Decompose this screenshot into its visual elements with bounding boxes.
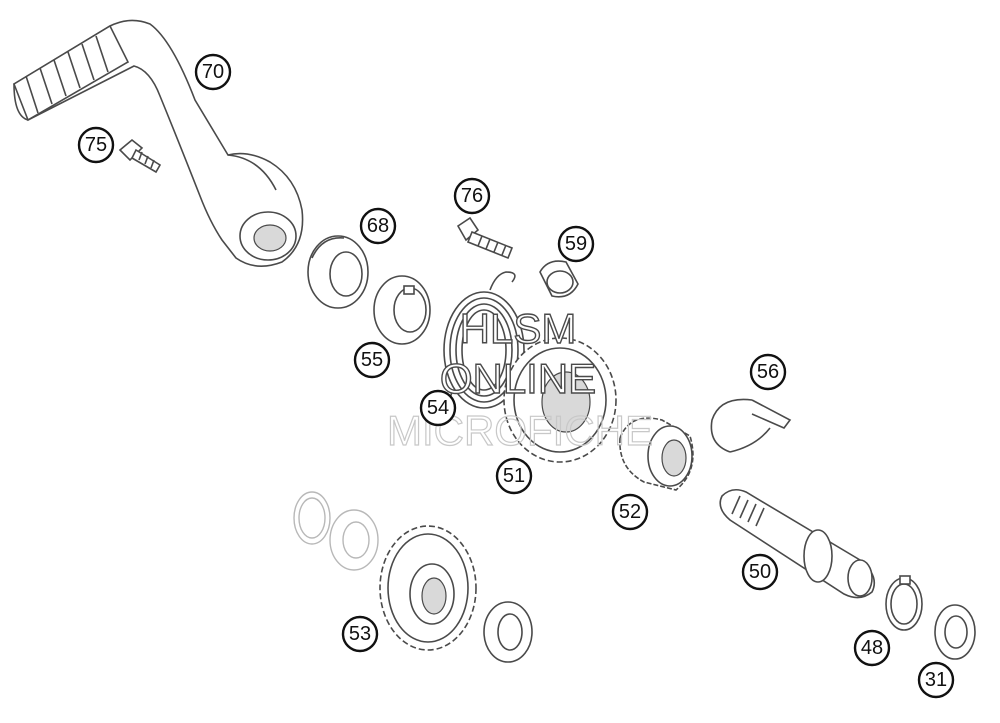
- callout-56-label: 56: [757, 361, 779, 383]
- callout-54-label: 54: [427, 397, 449, 419]
- return-spring-54: [439, 271, 525, 419]
- callout-51-label: 51: [503, 465, 525, 487]
- callout-48: 48: [853, 629, 891, 667]
- callout-31-label: 31: [925, 669, 947, 691]
- kickstart-lever: [13, 19, 304, 267]
- kickstart-shaft-50: [719, 488, 876, 599]
- ratchet-52: [619, 417, 694, 491]
- callout-52: 52: [611, 493, 649, 531]
- callout-50: 50: [741, 553, 779, 591]
- callout-50-label: 50: [749, 561, 771, 583]
- callout-55-label: 55: [361, 349, 383, 371]
- bushing-55: [373, 275, 431, 345]
- idler-gear-53: [379, 525, 477, 651]
- washer-idler: [483, 601, 533, 663]
- callout-55: 55: [353, 341, 391, 379]
- callout-54: 54: [419, 389, 457, 427]
- watermark-line2: ONLINE: [440, 355, 596, 402]
- circlip-56: [710, 398, 792, 453]
- callout-75-label: 75: [85, 134, 107, 156]
- washer-faint: [329, 509, 379, 571]
- callout-76: 76: [453, 177, 491, 215]
- callout-56: 56: [749, 353, 787, 391]
- callout-53-label: 53: [349, 623, 371, 645]
- callout-59: 59: [557, 225, 595, 263]
- callout-75: 75: [77, 126, 115, 164]
- callout-59-label: 59: [565, 233, 587, 255]
- callout-48-label: 48: [861, 637, 883, 659]
- callout-52-label: 52: [619, 501, 641, 523]
- callout-68-label: 68: [367, 215, 389, 237]
- circlip-48: [885, 575, 923, 631]
- callout-51: 51: [495, 457, 533, 495]
- watermark-line1: HLSM: [460, 305, 577, 352]
- kickstart-gear-51: [503, 337, 617, 463]
- callout-70: 70: [194, 53, 232, 91]
- bolt-76: [456, 216, 514, 260]
- callout-31: 31: [917, 661, 955, 699]
- washer-31: [934, 604, 976, 660]
- seal-ring-68: [307, 235, 369, 309]
- callout-68: 68: [359, 207, 397, 245]
- bolt-75: [118, 138, 162, 174]
- spacer-59: [539, 260, 579, 298]
- callout-70-label: 70: [202, 61, 224, 83]
- callout-53: 53: [341, 615, 379, 653]
- circlip-faint: [293, 491, 331, 545]
- callout-76-label: 76: [461, 185, 483, 207]
